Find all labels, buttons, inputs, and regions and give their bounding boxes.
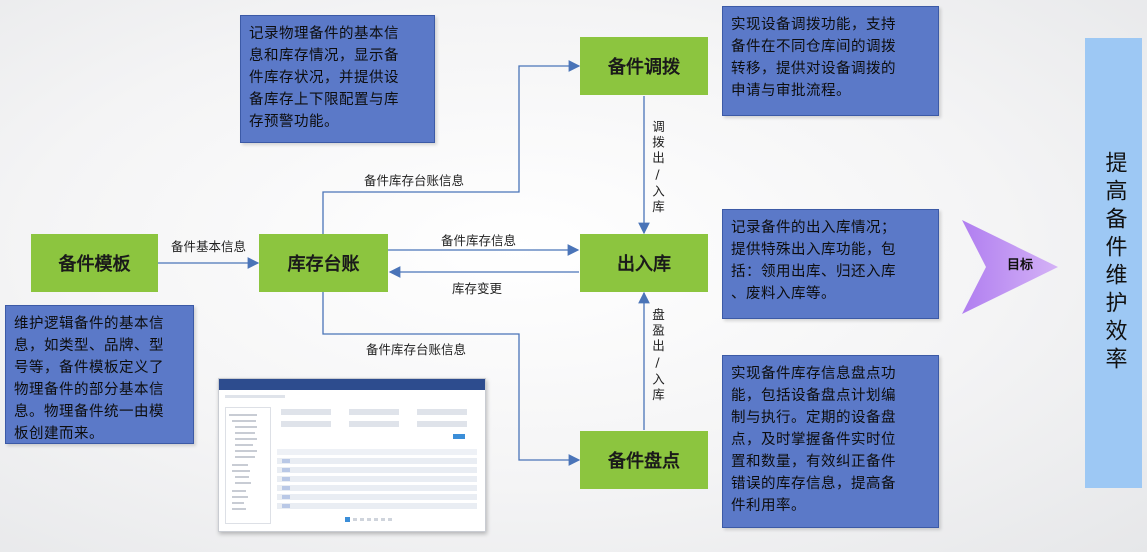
label-ledger-to-inout: 备件库存信息 (441, 233, 517, 248)
note-template: 维护逻辑备件的基本信 息，如类型、品牌、型 号等，备件模板定义了 物理备件的部分… (5, 305, 194, 444)
goal-panel: 提高备件维护效率 (1085, 38, 1142, 488)
box-count: 备件盘点 (580, 431, 708, 489)
note-inout: 记录备件的出入库情况； 提供特殊出入库功能，包 括：领用出库、归还入库 、废料入… (722, 209, 939, 319)
goal-arrow-icon (962, 220, 1058, 314)
label-inout-to-ledger: 库存变更 (452, 281, 503, 296)
thumbnail-sidebar (225, 407, 271, 524)
label-ledger-to-transfer: 备件库存台账信息 (364, 173, 465, 188)
goal-arrow-label: 目标 (1006, 258, 1033, 273)
label-ledger-to-count: 备件库存台账信息 (366, 342, 467, 357)
label-count-to-inout: 盘盈出/入库 (650, 308, 665, 404)
box-template: 备件模板 (31, 234, 158, 292)
edge-ledger-to-transfer (322, 60, 581, 234)
screenshot-thumbnail (218, 378, 486, 532)
edge-ledger-to-count (322, 292, 581, 466)
note-transfer: 实现设备调拨功能，支持 备件在不同仓库间的调拨 转移，提供对设备调拨的 申请与审… (722, 6, 939, 116)
box-ledger: 库存台账 (259, 234, 388, 292)
label-template-to-ledger: 备件基本信息 (171, 239, 247, 254)
label-transfer-to-inout: 调拨出/入库 (650, 120, 665, 216)
box-inout: 出入库 (580, 234, 708, 292)
thumbnail-topbar (219, 379, 485, 390)
note-ledger: 记录物理备件的基本信 息和库存情况，显示备 件库存状况，并提供设 备库存上下限配… (240, 15, 435, 143)
box-transfer: 备件调拨 (580, 37, 708, 95)
note-count: 实现备件库存信息盘点功 能，包括设备盘点计划编 制与执行。定期的设备盘 点，及时… (722, 355, 939, 528)
thumbnail-content (225, 395, 477, 522)
thumbnail-tree (229, 414, 257, 510)
goal-text: 提高备件维护效率 (1101, 151, 1127, 375)
